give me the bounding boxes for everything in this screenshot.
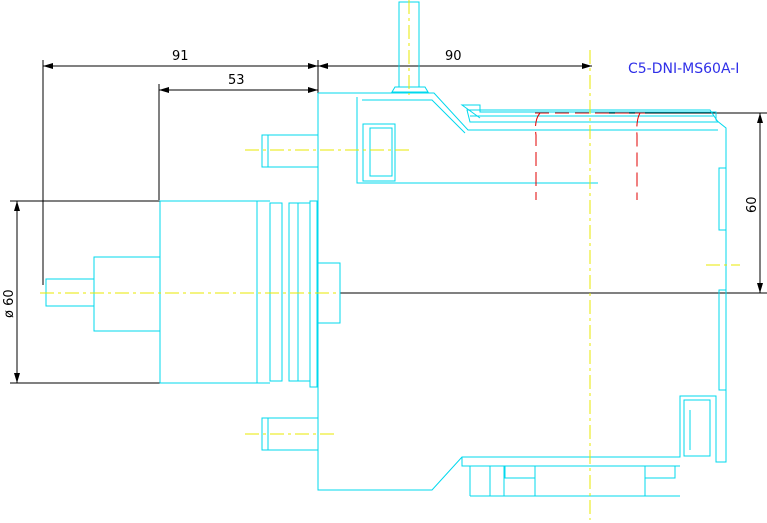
drawing-title: C5-DNI-MS60A-I: [628, 61, 739, 77]
dimension-53-label: 53: [228, 73, 245, 88]
dimension-60-right-label: 60: [745, 196, 760, 213]
dimension-90-label: 90: [445, 49, 462, 64]
dimension-90: 90: [317, 49, 592, 100]
dimension-diameter-60: ø 60: [2, 200, 270, 384]
dimension-60-right: 60: [340, 112, 767, 294]
centerlines: [40, 0, 740, 520]
motor-body: [45, 200, 318, 388]
hidden-lines: [535, 112, 645, 200]
dimension-diameter-label: ø 60: [2, 289, 17, 318]
dimension-53: 53: [158, 73, 318, 200]
dimension-91-label: 91: [172, 49, 189, 64]
dimension-91: 91: [42, 49, 318, 285]
